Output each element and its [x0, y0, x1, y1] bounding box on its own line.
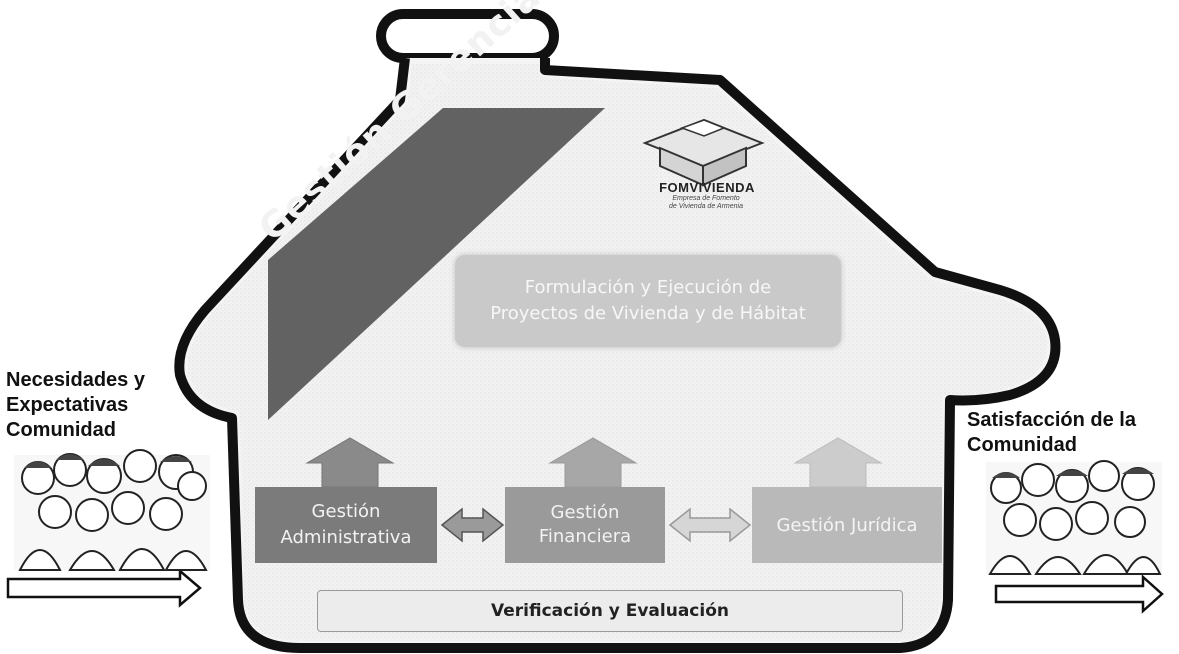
admin-line-2: Administrativa: [280, 527, 412, 548]
gestion-financiera-box: Gestión Financiera: [505, 487, 665, 563]
needs-line-3: Comunidad: [6, 419, 116, 441]
logo-graphic: [642, 118, 765, 187]
verificacion-label: Verificación y Evaluación: [491, 601, 729, 621]
needs-expectations-label: Necesidades y Expectativas Comunidad: [6, 368, 145, 443]
formulacion-line-1: Formulación y Ejecución de: [524, 277, 772, 298]
right-flow-arrow: [994, 574, 1164, 614]
left-crowd-illustration: [14, 449, 210, 571]
fin-line-1: Gestión: [550, 502, 620, 523]
juridica-label: Gestión Jurídica: [776, 514, 918, 536]
formulacion-box: Formulación y Ejecución de Proyectos de …: [455, 255, 841, 347]
satisfaction-line-1: Satisfacción de la: [967, 409, 1136, 431]
up-arrow-admin: [305, 437, 395, 488]
double-arrow-fin-jur: [668, 507, 752, 543]
formulacion-line-2: Proyectos de Vivienda y de Hábitat: [490, 303, 806, 324]
logo-subtitle-2: de Vivienda de Armenia: [669, 203, 743, 210]
fin-line-2: Financiera: [538, 526, 632, 547]
right-crowd-illustration: [986, 460, 1162, 575]
verificacion-evaluacion-bar: Verificación y Evaluación: [317, 590, 903, 632]
needs-line-1: Necesidades y: [6, 369, 145, 391]
logo-subtitle-1: Empresa de Fomento: [672, 195, 740, 202]
left-flow-arrow: [6, 568, 202, 608]
up-arrow-juridica: [793, 437, 883, 488]
logo-name: FOMVIVIENDA: [659, 180, 755, 195]
satisfaction-label: Satisfacción de la Comunidad: [967, 408, 1136, 458]
gestion-juridica-box: Gestión Jurídica: [752, 487, 942, 563]
admin-line-1: Gestión: [311, 501, 381, 522]
up-arrow-financiera: [548, 437, 638, 488]
satisfaction-line-2: Comunidad: [967, 434, 1077, 456]
needs-line-2: Expectativas: [6, 394, 129, 416]
logo-subtitle: Empresa de Fomento de Vivienda de Armeni…: [636, 195, 776, 211]
gerencial-banner-shape: [268, 108, 605, 420]
gestion-administrativa-box: Gestión Administrativa: [255, 487, 437, 563]
double-arrow-admin-fin: [440, 507, 505, 543]
